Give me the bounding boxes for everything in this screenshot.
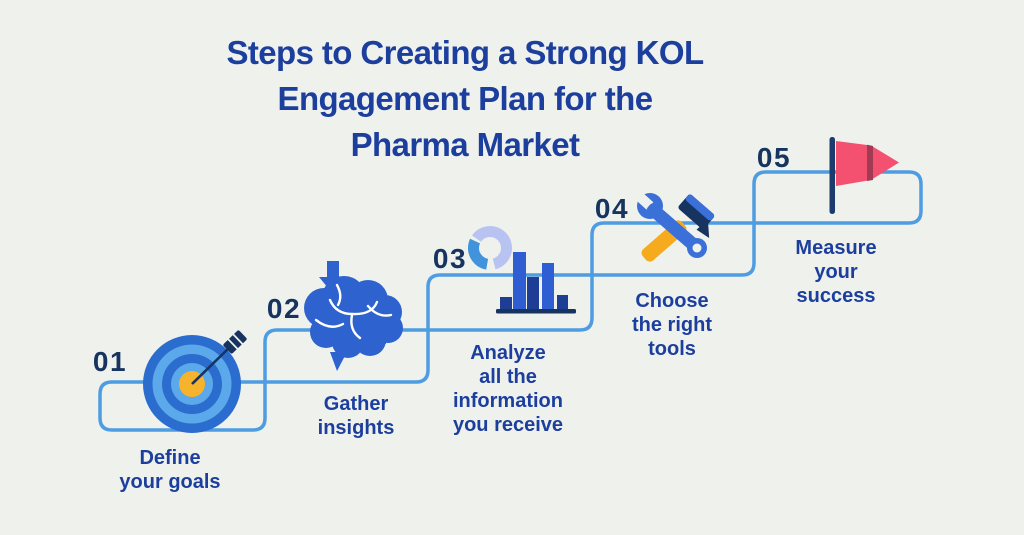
- step-2-label: Gather insights: [317, 393, 395, 439]
- bar-chart-icon: [467, 226, 576, 314]
- step-2-number: 02: [266, 293, 302, 324]
- step-3-label: Analyze all the information you receive: [452, 342, 564, 436]
- down-arrow-icon: [319, 261, 347, 294]
- step-1-number: 01: [92, 346, 128, 377]
- flag-icon: [829, 137, 899, 214]
- infographic-title: Steps to Creating a Strong KOL Engagemen…: [226, 34, 704, 163]
- arrow-fletching: [223, 330, 247, 354]
- step-3-number: 03: [432, 243, 468, 274]
- step-5-label: Measure your success: [795, 237, 877, 307]
- step-4-number: 04: [594, 193, 630, 224]
- step-4-label: Choose the right tools: [632, 290, 712, 360]
- brain-icon: [304, 261, 403, 371]
- step-1-label: Define your goals: [119, 447, 221, 493]
- tools-icon: [631, 188, 715, 262]
- step-5-number: 05: [756, 142, 792, 173]
- target-icon: [143, 330, 247, 433]
- journey-path: [98, 170, 923, 432]
